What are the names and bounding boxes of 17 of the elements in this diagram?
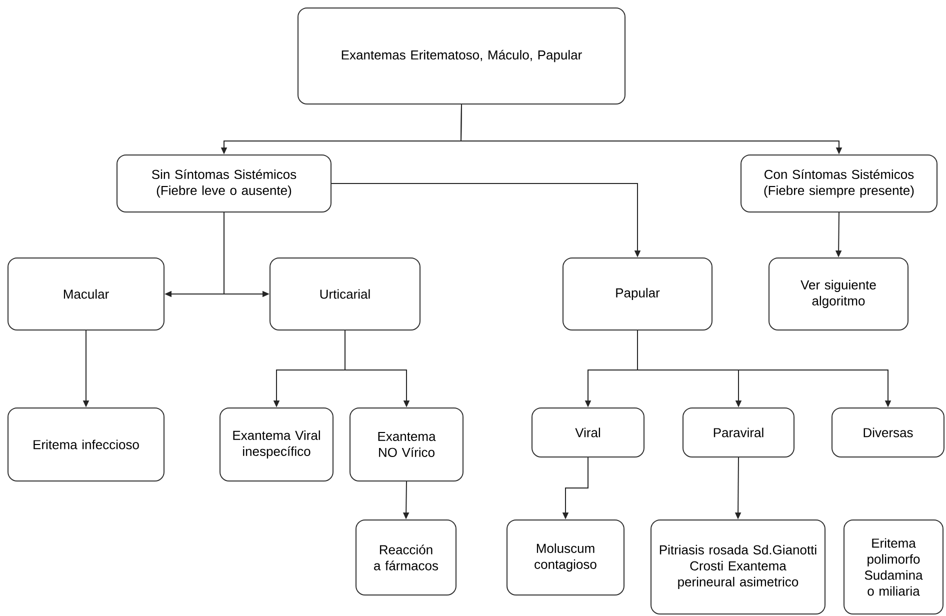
- process-box: Exantema Viral inespecífico: [220, 407, 334, 482]
- process-box: Pitriasis rosada Sd.Gianotti Crosti Exantema perineural asimetrico: [650, 519, 826, 614]
- process-box: Viral: [532, 407, 644, 458]
- process-box: Papular: [562, 258, 712, 330]
- process-box: Reacción a fármacos: [356, 519, 456, 596]
- process-box: Diversas: [832, 407, 944, 458]
- process-box: Eritema polimorfo Sudamina o miliaria: [844, 519, 944, 614]
- process-box: Sin Síntomas Sistémicos (Fiebre leve o ausente): [116, 154, 332, 212]
- process-box: Urticarial: [270, 258, 420, 330]
- process-box: Moluscum contagioso: [506, 519, 624, 596]
- process-box: Ver siguiente algoritmo: [768, 258, 908, 330]
- process-box: Macular: [8, 258, 164, 330]
- process-box: Con Síntomas Sistémicos (Fiebre siempre presente): [740, 154, 938, 212]
- process-box: Exantema NO Vírico: [350, 407, 464, 482]
- process-box: Eritema infeccioso: [8, 407, 164, 482]
- process-box: Exantemas Eritematoso, Máculo, Papular: [298, 8, 626, 104]
- process-box: Paraviral: [682, 407, 794, 458]
